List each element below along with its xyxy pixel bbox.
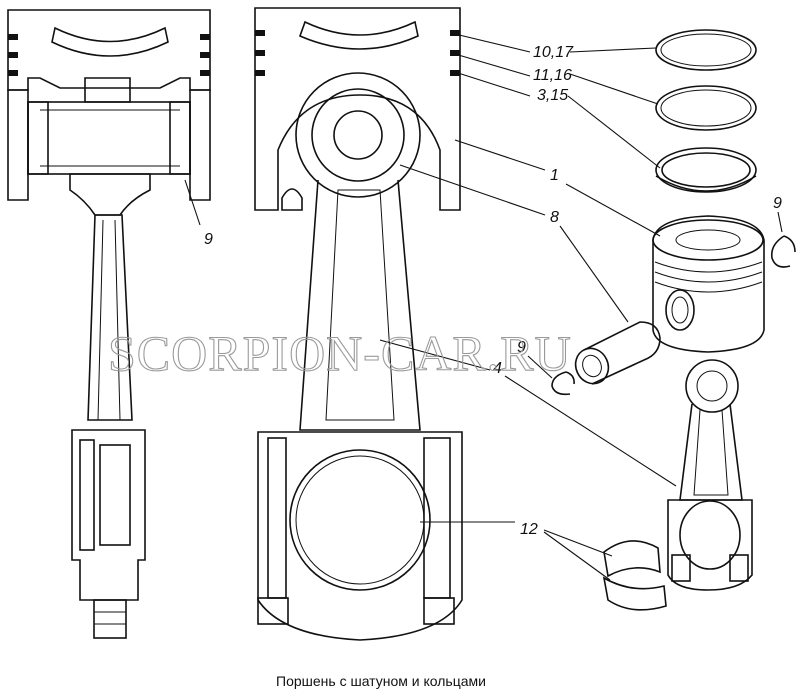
big-end-bearing-seat	[289, 449, 431, 591]
ring-grooves-left	[8, 34, 210, 76]
figure-caption: Поршень с шатуном и кольцами	[276, 673, 486, 689]
label-rings-3: 3,15	[537, 87, 568, 104]
label-piston: 1	[550, 167, 559, 184]
label-circlip-mid: 9	[517, 339, 526, 356]
watermark: SCORPION-CAR.RU	[108, 325, 572, 381]
front-section-view	[254, 7, 463, 641]
label-pin: 8	[550, 209, 559, 226]
label-rings-2: 11,16	[533, 67, 572, 84]
piston-ring-3	[655, 147, 757, 193]
label-circlip-left: 9	[204, 231, 213, 248]
combustion-bowl	[51, 26, 169, 57]
rod-shank-side	[87, 214, 133, 421]
piston-skirt-right	[189, 89, 211, 201]
rod-small-end-front	[295, 72, 421, 198]
rod-bolt-front-right	[423, 597, 455, 625]
rod-bolt-side	[93, 599, 127, 639]
piston-skirt-left	[7, 89, 29, 201]
piston-pin-side	[27, 101, 191, 175]
rod-big-end-front	[257, 431, 463, 641]
piston-pin-exploded	[574, 321, 661, 385]
rod-big-end-side	[71, 429, 146, 601]
side-section-view: 9	[7, 9, 213, 639]
leaders	[379, 33, 677, 581]
circlip-right	[770, 235, 796, 268]
rod-bolt-front-left	[257, 597, 289, 625]
circlip-mid	[551, 371, 575, 396]
pin-bore	[333, 110, 383, 160]
exploded-parts: 9 9	[517, 29, 796, 611]
piston-ring-2	[655, 85, 757, 131]
label-circlip-right: 9	[773, 195, 782, 212]
connecting-rod-exploded	[667, 359, 753, 591]
label-rod: 4	[493, 360, 502, 377]
label-rings-1: 10,17	[533, 44, 574, 61]
piston-exploded	[652, 215, 765, 353]
bearing-shells	[602, 540, 667, 611]
label-bearing: 12	[520, 521, 538, 538]
rod-shank-front	[299, 179, 421, 431]
piston-front-crown	[254, 7, 461, 211]
rod-small-end-side	[69, 173, 151, 216]
leader-9-left	[184, 179, 201, 226]
ring-grooves-center	[255, 30, 460, 76]
piston-ring-1	[655, 29, 757, 71]
